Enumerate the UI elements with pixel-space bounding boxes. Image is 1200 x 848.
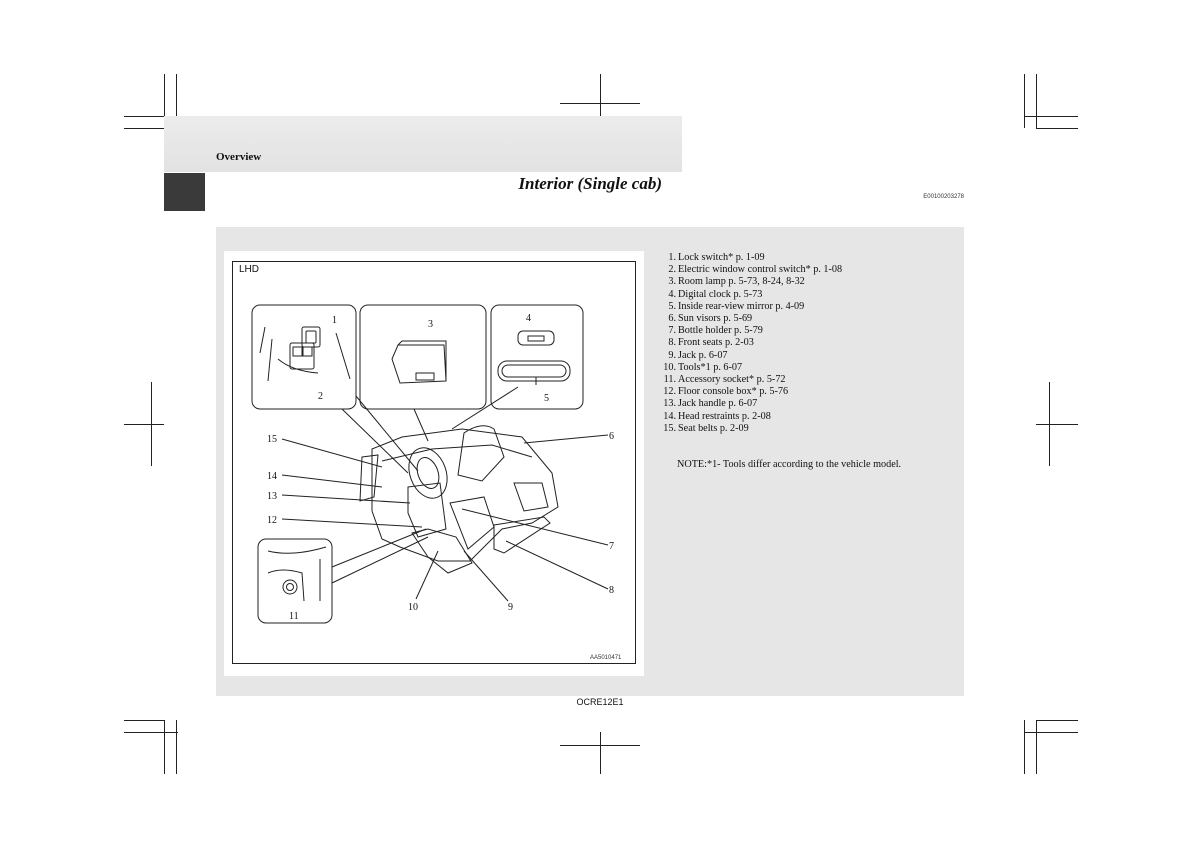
section-tab-marker — [164, 173, 205, 211]
legend-item: 6.Sun visors p. 5-69 — [656, 313, 842, 325]
callout-5: 5 — [544, 393, 549, 404]
legend-item: 3.Room lamp p. 5-73, 8-24, 8-32 — [656, 276, 842, 288]
legend-text: Jack handle p. 6-07 — [678, 398, 758, 410]
legend-number: 7. — [668, 325, 676, 337]
crop-mark — [600, 732, 601, 774]
legend-text: Inside rear-view mirror p. 4-09 — [678, 300, 805, 312]
callout-15: 15 — [267, 434, 277, 445]
legend-number: 9. — [668, 349, 676, 361]
crop-mark — [124, 116, 178, 117]
footer-code: OCRE12E1 — [576, 697, 624, 707]
crop-mark — [1024, 74, 1025, 128]
legend-number: 5. — [668, 300, 676, 312]
legend-item: 10.Tools*1 p. 6-07 — [656, 362, 842, 374]
figure-code: AA5010471 — [590, 655, 622, 661]
legend-number: 8. — [668, 337, 676, 349]
crop-mark — [124, 128, 164, 129]
callout-12: 12 — [267, 515, 277, 526]
legend-number: 15. — [663, 422, 676, 434]
document-code: E00100203278 — [923, 194, 964, 200]
legend-text: Bottle holder p. 5-79 — [678, 325, 763, 337]
section-label: Overview — [216, 151, 262, 163]
callout-11: 11 — [289, 611, 299, 622]
inset-mirror-clock — [490, 304, 584, 410]
legend-text: Sun visors p. 5-69 — [678, 313, 753, 325]
legend-number: 11. — [663, 374, 676, 386]
callout-8: 8 — [609, 585, 614, 596]
legend-item: 12.Floor console box* p. 5-76 — [656, 386, 842, 398]
legend-item: 15.Seat belts p. 2-09 — [656, 423, 842, 435]
legend-text: Floor console box* p. 5-76 — [678, 386, 789, 398]
legend-item: 2.Electric window control switch* p. 1-0… — [656, 264, 842, 276]
legend-item: 1.Lock switch* p. 1-09 — [656, 252, 842, 264]
callout-10: 10 — [408, 602, 418, 613]
legend-text: Head restraints p. 2-08 — [678, 410, 771, 422]
legend-number: 3. — [668, 276, 676, 288]
crop-mark — [1036, 720, 1078, 721]
legend-number: 12. — [663, 386, 676, 398]
crop-mark — [1024, 720, 1025, 774]
legend-number: 10. — [663, 361, 676, 373]
crop-mark — [1024, 116, 1078, 117]
crop-mark — [164, 74, 165, 128]
callout-6: 6 — [609, 431, 614, 442]
crop-mark — [1036, 128, 1078, 129]
legend-text: Electric window control switch* p. 1-08 — [678, 264, 843, 276]
crop-mark — [176, 720, 177, 774]
legend-item: 5.Inside rear-view mirror p. 4-09 — [656, 301, 842, 313]
legend-text: Tools*1 p. 6-07 — [678, 361, 743, 373]
legend-item: 11.Accessory socket* p. 5-72 — [656, 374, 842, 386]
legend-item: 13.Jack handle p. 6-07 — [656, 398, 842, 410]
component-legend: 1.Lock switch* p. 1-09 2.Electric window… — [656, 252, 842, 435]
legend-number: 1. — [668, 252, 676, 263]
crop-mark — [124, 720, 164, 721]
legend-item: 8.Front seats p. 2-03 — [656, 337, 842, 349]
header-band — [164, 116, 682, 172]
legend-text: Lock switch* p. 1-09 — [678, 252, 765, 263]
callout-7: 7 — [609, 541, 614, 552]
callout-1: 1 — [332, 315, 337, 326]
legend-text: Front seats p. 2-03 — [678, 337, 754, 349]
legend-text: Jack p. 6-07 — [678, 349, 728, 361]
callout-14: 14 — [267, 471, 277, 482]
legend-number: 6. — [668, 313, 676, 325]
legend-item: 7.Bottle holder p. 5-79 — [656, 325, 842, 337]
legend-number: 4. — [668, 288, 676, 300]
inset-door-switches — [251, 304, 357, 410]
crop-mark — [560, 745, 640, 746]
figure-variant-label: LHD — [239, 264, 260, 275]
tools-note: NOTE:*1- Tools differ according to the v… — [677, 459, 902, 470]
legend-item: 9.Jack p. 6-07 — [656, 350, 842, 362]
crop-mark — [164, 720, 165, 774]
crop-mark — [124, 732, 178, 733]
crop-mark — [1036, 424, 1078, 425]
callout-9: 9 — [508, 602, 513, 613]
crop-mark — [124, 424, 164, 425]
inset-accessory-socket — [257, 538, 333, 624]
callout-13: 13 — [267, 491, 277, 502]
legend-text: Digital clock p. 5-73 — [678, 288, 763, 300]
legend-number: 13. — [663, 398, 676, 410]
legend-text: Accessory socket* p. 5-72 — [678, 374, 786, 386]
legend-text: Seat belts p. 2-09 — [678, 422, 749, 434]
interior-illustration: 1 2 3 4 5 6 7 8 9 10 11 12 13 14 15 — [251, 304, 614, 624]
callout-4: 4 — [526, 313, 531, 324]
crop-mark — [1024, 732, 1078, 733]
callout-2: 2 — [318, 391, 323, 402]
legend-item: 4.Digital clock p. 5-73 — [656, 289, 842, 301]
crop-mark — [1036, 74, 1037, 128]
crop-mark — [560, 103, 640, 104]
crop-mark — [1036, 720, 1037, 774]
figure-frame — [232, 261, 636, 664]
callout-3: 3 — [428, 319, 433, 330]
crop-mark — [600, 74, 601, 128]
legend-number: 14. — [663, 410, 676, 422]
page-title: Interior (Single cab) — [518, 174, 662, 193]
legend-text: Room lamp p. 5-73, 8-24, 8-32 — [678, 276, 805, 288]
legend-number: 2. — [668, 264, 676, 276]
legend-item: 14.Head restraints p. 2-08 — [656, 411, 842, 423]
crop-mark — [176, 74, 177, 128]
